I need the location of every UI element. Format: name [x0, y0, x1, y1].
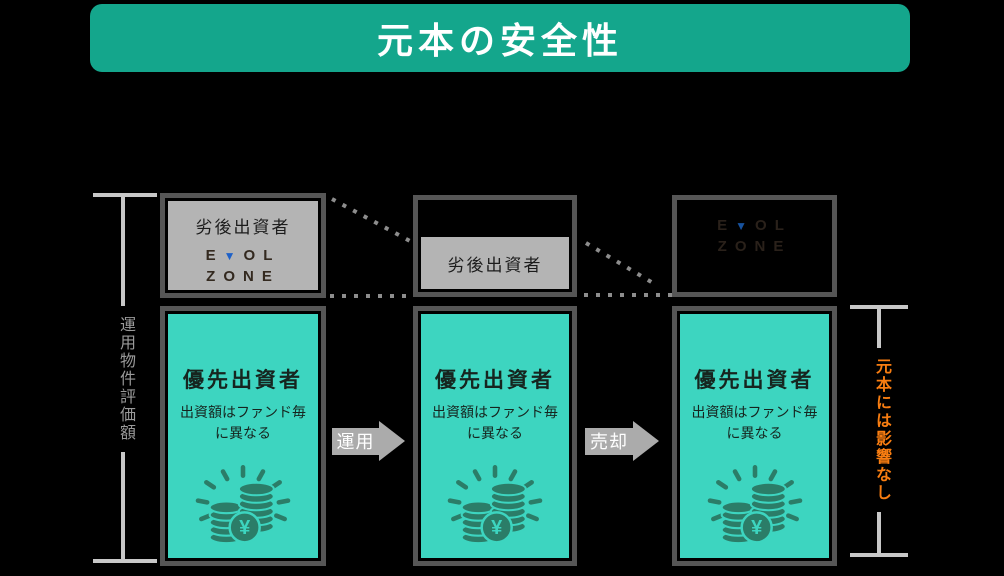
arrow-operation-label: 運用: [336, 432, 375, 452]
right-bracket-bottom-cap: [850, 553, 908, 557]
logo-letters-ol: OL: [755, 217, 792, 234]
box-preferred-stage3: 優先出資者 出資額はファンド毎 に異なる: [672, 306, 837, 566]
preferred-note-line1: 出資額はファンド毎: [432, 404, 558, 420]
logo-v-icon: ▼: [735, 219, 756, 233]
coins-icon: ¥: [195, 465, 291, 545]
subordinated-fill-stage2: 劣後出資者: [421, 237, 569, 289]
yen-symbol: ¥: [239, 517, 251, 539]
logo-v-icon: ▼: [223, 249, 244, 263]
box-subordinated-stage2: 劣後出資者: [413, 195, 577, 297]
preferred-note-line2: に異なる: [467, 425, 523, 441]
box-preferred-stage1: 優先出資者 出資額はファンド毎 に異なる: [160, 306, 326, 566]
yen-symbol: ¥: [751, 517, 763, 539]
subordinated-label: 劣後出資者: [447, 255, 543, 275]
preferred-fill: 優先出資者 出資額はファンド毎 に異なる: [168, 314, 318, 558]
coins-icon: ¥: [707, 465, 802, 545]
preferred-label: 優先出資者: [183, 369, 303, 392]
arrow-operation: 運用: [332, 421, 405, 461]
arrow-right-tip-icon: [633, 421, 659, 461]
title-banner: 元本の安全性: [90, 4, 910, 72]
logo-letters-ol: OL: [243, 247, 281, 264]
preferred-note-line1: 出資額はファンド毎: [691, 404, 818, 420]
subordinated-label: 劣後出資者: [195, 218, 291, 237]
arrow-sale-label: 売却: [590, 432, 628, 452]
arrow-sale: 売却: [585, 421, 659, 461]
right-measure-label: 元本には影響なし: [868, 348, 894, 512]
box-preferred-stage2: 優先出資者 出資額はファンド毎 に異なる: [413, 306, 577, 566]
right-bracket-top-cap: [850, 305, 908, 309]
box-subordinated-stage3: E▼OL ZONE: [672, 195, 837, 297]
page-title: 元本の安全性: [376, 20, 623, 61]
left-measure-label: 運用物件評価額: [112, 306, 138, 452]
coins-icon: ¥: [447, 465, 543, 545]
preferred-fill: 優先出資者 出資額はファンド毎 に異なる: [680, 314, 829, 558]
box-subordinated-stage1: 劣後出資者 E▼OL ZONE: [160, 193, 326, 298]
left-bracket-bottom-cap: [93, 559, 157, 563]
logo-zone: ZONE: [717, 238, 792, 255]
logo-letter-e: E: [717, 217, 736, 234]
preferred-note-line2: に異なる: [726, 425, 783, 441]
logo-zone: ZONE: [206, 268, 280, 285]
yen-symbol: ¥: [491, 517, 503, 539]
preferred-label: 優先出資者: [694, 369, 815, 392]
arrow-right-tip-icon: [379, 421, 405, 461]
evolzone-logo: E▼OL ZONE: [168, 245, 318, 287]
preferred-note-line1: 出資額はファンド毎: [180, 404, 306, 420]
subordinated-fill-stage1: 劣後出資者 E▼OL ZONE: [168, 201, 318, 290]
logo-letter-e: E: [205, 247, 224, 264]
preferred-note-line2: に異なる: [215, 425, 271, 441]
left-bracket-top-cap: [93, 193, 157, 197]
evolzone-logo-dim: E▼OL ZONE: [677, 215, 832, 257]
preferred-label: 優先出資者: [435, 369, 555, 392]
preferred-fill: 優先出資者 出資額はファンド毎 に異なる: [421, 314, 569, 558]
